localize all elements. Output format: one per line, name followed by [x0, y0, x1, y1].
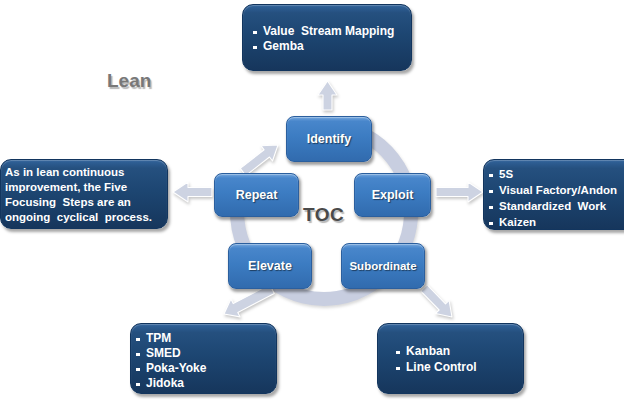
arrow-repeat-to-identify: [240, 145, 278, 176]
note-text: As in lean continuous improvement, the F…: [5, 165, 167, 225]
node-elevate[interactable]: Elevate: [228, 243, 312, 289]
node-repeat[interactable]: Repeat: [214, 173, 299, 217]
bullet-icon: [489, 190, 493, 194]
list-item: Kanban: [396, 343, 523, 359]
note-box: As in lean continuous improvement, the F…: [0, 159, 168, 229]
bullet-icon: [136, 383, 140, 387]
callout-value-stream: Value Stream Mapping Gemba: [242, 4, 412, 71]
arrow-subordinate-to-bottom-right: [421, 285, 452, 317]
bullet-icon: [136, 353, 140, 357]
callout-exploit-tools: 5S Visual Factory/Andon Standardized Wor…: [483, 159, 624, 230]
node-identify[interactable]: Identify: [286, 116, 372, 162]
bullet-icon: [136, 368, 140, 372]
list-item: Gemba: [253, 39, 411, 54]
bullet-icon: [396, 351, 400, 355]
list-item: Kaizen: [489, 214, 624, 230]
list-item: SMED: [136, 346, 276, 361]
list-item: Poka-Yoke: [136, 361, 276, 376]
bullet-icon: [136, 338, 140, 342]
arrow-elevate-to-bottom-left: [224, 285, 274, 317]
list-item: TPM: [136, 331, 276, 346]
toc-label: TOC: [303, 204, 344, 226]
node-label: Identify: [307, 132, 351, 146]
bullet-icon: [489, 222, 493, 226]
arrow-exploit-to-right: [436, 182, 483, 202]
bullet-icon: [253, 46, 257, 50]
lean-label: Lean: [107, 70, 151, 92]
list-item: 5S: [489, 166, 624, 182]
bullet-icon: [253, 31, 257, 35]
arrow-identify-to-top: [318, 81, 337, 110]
bullet-icon: [489, 206, 493, 210]
bullet-icon: [396, 367, 400, 371]
node-exploit[interactable]: Exploit: [354, 173, 431, 217]
list-item: Standardized Work: [489, 198, 624, 214]
node-label: Elevate: [248, 259, 292, 273]
bullet-icon: [489, 174, 493, 178]
node-subordinate[interactable]: Subordinate: [341, 243, 425, 289]
node-label: Subordinate: [349, 260, 416, 272]
node-label: Repeat: [236, 188, 278, 202]
list-item: Line Control: [396, 359, 523, 375]
list-item: Visual Factory/Andon: [489, 182, 624, 198]
arrow-repeat-to-left: [173, 182, 212, 202]
callout-subordinate-tools: Kanban Line Control: [377, 323, 524, 394]
node-label: Exploit: [372, 188, 414, 202]
list-item: Value Stream Mapping: [253, 24, 411, 39]
callout-elevate-tools: TPM SMED Poka-Yoke Jidoka: [130, 323, 277, 394]
list-item: Jidoka: [136, 376, 276, 391]
